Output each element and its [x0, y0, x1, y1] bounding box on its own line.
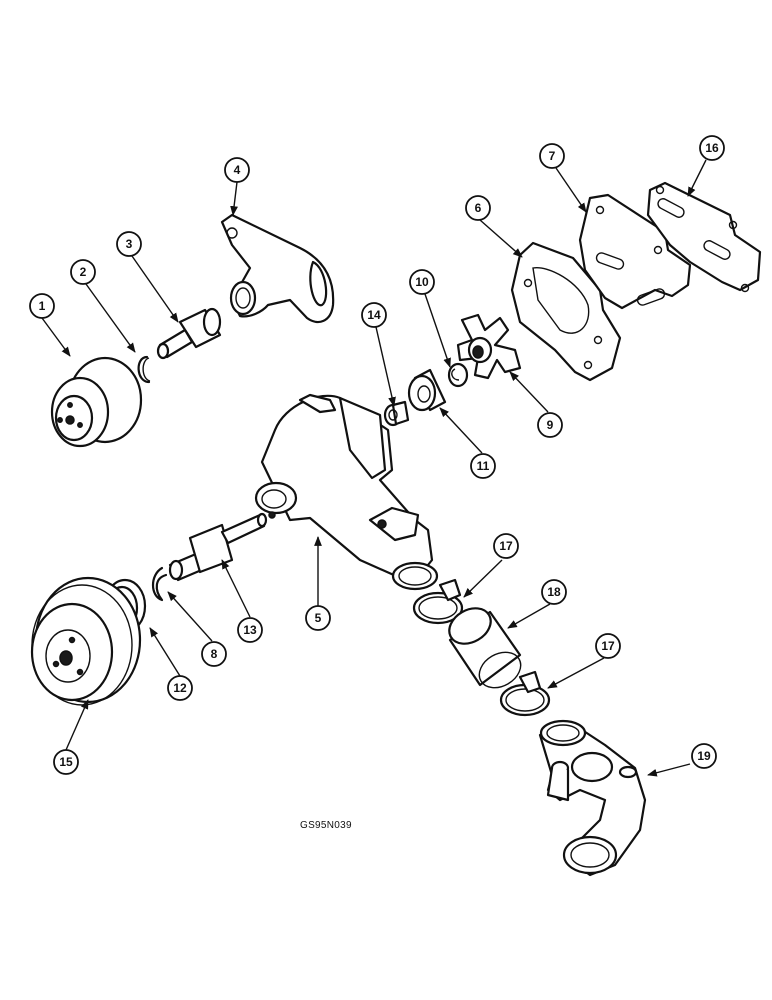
part-bushing: [407, 368, 447, 412]
part-hose: [448, 607, 522, 689]
callout-10: 10: [409, 269, 435, 295]
part-pump-body: [254, 393, 439, 591]
callout-8: 8: [201, 641, 227, 667]
callout-15: 15: [53, 749, 79, 775]
callout-label: 6: [475, 201, 482, 215]
part-rear-gasket: [646, 181, 762, 293]
part-seal-ring: [447, 362, 469, 388]
callout-label: 15: [59, 755, 73, 769]
callout-7: 7: [539, 143, 565, 169]
part-hub: [50, 356, 143, 448]
callout-label: 11: [477, 459, 490, 473]
callout-label: 14: [367, 308, 381, 322]
drawing-code: GS95N039: [300, 820, 352, 831]
part-bracket: [220, 213, 335, 323]
callout-19: 19: [691, 743, 717, 769]
part-snap-ring-upper: [137, 355, 151, 384]
callout-13: 13: [237, 617, 263, 643]
callout-1: 1: [29, 293, 55, 319]
callout-label: 12: [173, 681, 187, 695]
part-shaft-lower: [168, 512, 268, 582]
callout-label: 1: [39, 299, 46, 313]
part-small-bushing: [383, 400, 410, 427]
callout-11: 11: [470, 453, 496, 479]
callout-label: 4: [234, 163, 241, 177]
callout-label: 16: [705, 141, 719, 155]
part-elbow-outlet: [538, 719, 647, 877]
callout-9: 9: [537, 412, 563, 438]
callout-label: 7: [549, 149, 556, 163]
callout-14: 14: [361, 302, 387, 328]
callout-4: 4: [224, 157, 250, 183]
callout-2: 2: [70, 259, 96, 285]
part-impeller: [456, 313, 522, 380]
part-shaft-upper: [156, 307, 222, 360]
callout-12: 12: [167, 675, 193, 701]
callout-label: 9: [547, 418, 554, 432]
callout-label: 3: [126, 237, 133, 251]
leader-lines: [41, 159, 707, 777]
callout-label: 2: [80, 265, 87, 279]
callout-label: 19: [697, 749, 711, 763]
part-pulley: [30, 576, 142, 706]
callout-label: 18: [547, 585, 561, 599]
callout-label: 13: [243, 623, 257, 637]
callout-label: 17: [499, 539, 513, 553]
callout-label: 17: [601, 639, 615, 653]
part-hose-clamp-lower: [499, 670, 551, 717]
callout-label: 5: [315, 611, 322, 625]
callout-17-lower: 17: [595, 633, 621, 659]
part-snap-ring-lower: [151, 566, 168, 602]
callout-5: 5: [305, 605, 331, 631]
callout-label: 10: [415, 275, 429, 289]
part-gasket: [510, 241, 622, 382]
callout-6: 6: [465, 195, 491, 221]
callout-16: 16: [699, 135, 725, 161]
callout-18: 18: [541, 579, 567, 605]
callout-label: 8: [211, 647, 218, 661]
part-hose-clamp-upper: [412, 578, 464, 625]
callout-17-upper: 17: [493, 533, 519, 559]
callout-3: 3: [116, 231, 142, 257]
